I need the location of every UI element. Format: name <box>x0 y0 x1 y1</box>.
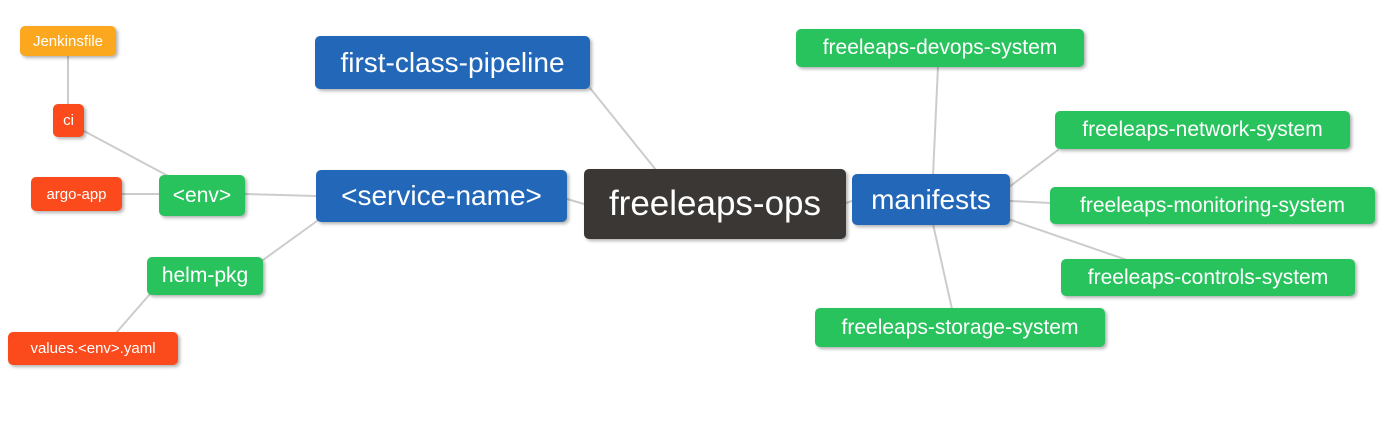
node-devops-system[interactable]: freeleaps-devops-system <box>796 29 1084 67</box>
edge-manifests-storage <box>932 223 953 310</box>
edge-manifests-controls <box>1007 218 1128 261</box>
node-values-env-yaml[interactable]: values.<env>.yaml <box>8 332 178 365</box>
node-argo-app[interactable]: argo-app <box>31 177 122 211</box>
edge-helm-pkg-service-name <box>262 220 318 261</box>
edge-manifests-monitoring <box>1009 200 1052 204</box>
edge-values-helm-pkg <box>115 293 151 334</box>
node-helm-pkg[interactable]: helm-pkg <box>147 257 263 295</box>
node-ci[interactable]: ci <box>53 104 84 137</box>
edge-manifests-devops <box>932 65 939 177</box>
node-controls-system[interactable]: freeleaps-controls-system <box>1061 259 1355 296</box>
node-first-class-pipeline[interactable]: first-class-pipeline <box>315 36 590 89</box>
edge-manifests-network <box>1008 149 1059 188</box>
node-manifests[interactable]: manifests <box>852 174 1010 225</box>
edge-ci-env <box>83 130 171 178</box>
node-service-name[interactable]: <service-name> <box>316 170 567 222</box>
edge-service-name-ops <box>566 198 585 205</box>
edge-env-service-name <box>244 193 317 197</box>
node-monitoring-system[interactable]: freeleaps-monitoring-system <box>1050 187 1375 224</box>
node-network-system[interactable]: freeleaps-network-system <box>1055 111 1350 149</box>
node-storage-system[interactable]: freeleaps-storage-system <box>815 308 1105 347</box>
node-env[interactable]: <env> <box>159 175 245 216</box>
node-jenkinsfile[interactable]: Jenkinsfile <box>20 26 116 56</box>
edge-pipeline-ops <box>589 87 657 171</box>
node-freeleaps-ops-root[interactable]: freeleaps-ops <box>584 169 846 239</box>
